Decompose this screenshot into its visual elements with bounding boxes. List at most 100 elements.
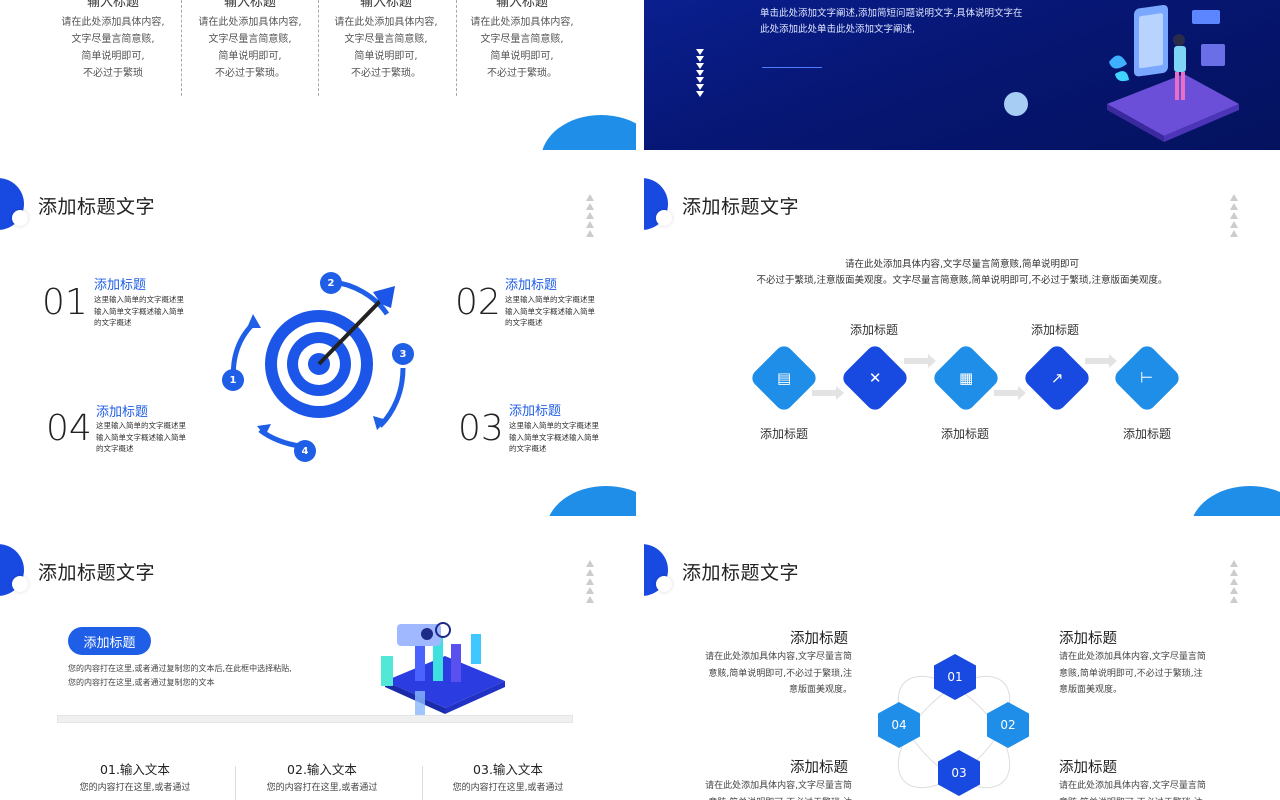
- block-text: 请在此处添加具体内容,文字尽量言简意赅,简单说明即可,不必过于繁琐,注意版面美观…: [1059, 781, 1206, 800]
- content-bar: [57, 715, 573, 723]
- trend-icon: ↗: [1050, 368, 1064, 387]
- text-line: 简单说明即可,: [490, 51, 554, 62]
- col-desc: 您的内容打在这里,或者通过: [79, 783, 191, 793]
- col-title: 01.输入文本: [100, 762, 170, 777]
- down-arrows-icon: [696, 48, 706, 98]
- tools-icon: ✕: [868, 368, 882, 387]
- hex-node-02[interactable]: 02: [987, 702, 1029, 748]
- slide-description: 单击此处添加文字阐述,添加简短问题说明文字,具体说明文字在此处添加此处单击此处添…: [760, 8, 1023, 35]
- divider: [422, 766, 423, 800]
- column-text: 请在此处添加具体内容, 文字尽量言简意赅, 简单说明即可, 不必过于繁琐: [45, 14, 181, 82]
- text-line: 文字尽量言简意赅,: [344, 34, 428, 45]
- text-line: 请在此处添加具体内容,: [198, 17, 302, 28]
- item-desc: 这里输入简单的文字概述里输入简单文字概述输入简单的文字概述: [509, 421, 599, 453]
- triangle-pattern-icon: [586, 192, 598, 239]
- hex-node-01[interactable]: 01: [934, 654, 976, 700]
- item-desc: 这里输入简单的文字概述里输入简单文字概述输入简单的文字概述: [505, 295, 595, 327]
- bubble-decoration: [1004, 92, 1028, 116]
- text-line: 您的内容打在这里,或者通过复制您的文本后,在此框中选择粘贴,: [68, 664, 292, 673]
- arrow-icon: [904, 354, 936, 368]
- section-pill: 添加标题: [68, 627, 151, 655]
- slide-3[interactable]: 添加标题文字 01 添加标题 这里输入简单的文字概述里输入简单文字概述输入简单的…: [0, 150, 636, 516]
- accent-line: [762, 67, 822, 68]
- column-4: 输入标题 请在此处添加具体内容, 文字尽量言简意赅, 简单说明即可, 不必过于繁…: [454, 0, 590, 82]
- slide-title: 添加标题文字: [682, 196, 800, 218]
- triangle-pattern-icon: [586, 558, 598, 605]
- step-label: 添加标题: [849, 323, 898, 337]
- circle-decoration: [12, 576, 28, 592]
- corner-decoration: [541, 115, 636, 150]
- block-title: 添加标题: [790, 631, 848, 647]
- corner-decoration: [1190, 486, 1280, 516]
- slide-2[interactable]: 单击此处添加文字阐述,添加简短问题说明文字,具体说明文字在此处添加此处单击此处添…: [644, 0, 1280, 150]
- text-line: 请在此处添加具体内容,: [334, 17, 438, 28]
- text-line: 简单说明即可,: [354, 51, 418, 62]
- step-label: 添加标题: [1122, 427, 1171, 441]
- hex-node-03[interactable]: 03: [938, 750, 980, 796]
- corner-decoration: [546, 486, 636, 516]
- step-badge: 1: [222, 369, 244, 391]
- slide-1[interactable]: 输入标题 请在此处添加具体内容, 文字尽量言简意赅, 简单说明即可, 不必过于繁…: [0, 0, 636, 150]
- step-badge: 3: [392, 343, 414, 365]
- divider: [318, 0, 319, 96]
- block-title: 添加标题: [1059, 631, 1117, 647]
- block-title: 添加标题: [1059, 760, 1117, 776]
- step-diamond-4[interactable]: ↗: [1021, 342, 1093, 414]
- column-1: 输入标题 请在此处添加具体内容, 文字尽量言简意赅, 简单说明即可, 不必过于繁…: [45, 0, 181, 82]
- signpost-icon: ⊢: [1140, 368, 1154, 387]
- column-title: 输入标题: [223, 0, 276, 10]
- orbit-rings-icon: [897, 675, 1011, 789]
- item-number: 01: [42, 282, 88, 323]
- slide-title: 添加标题文字: [38, 562, 156, 584]
- step-label: 添加标题: [759, 427, 808, 441]
- slide-4[interactable]: 添加标题文字 请在此处添加具体内容,文字尽量言简意赅,简单说明即可 不必过于繁琐…: [644, 150, 1280, 516]
- phone-user-illustration-icon: [1107, 4, 1239, 142]
- block-text: 请在此处添加具体内容,文字尽量言简意赅,简单说明即可,不必过于繁琐,注意版面美观…: [705, 652, 852, 695]
- item-number: 03: [458, 408, 504, 449]
- divider: [235, 766, 236, 800]
- col-desc: 您的内容打在这里,或者通过: [452, 783, 564, 793]
- column-3: 输入标题 请在此处添加具体内容, 文字尽量言简意赅, 简单说明即可, 不必过于繁…: [318, 0, 454, 82]
- slide-6[interactable]: 添加标题文字 添加标题 请在此处添加具体内容,文字尽量言简意赅,简单说明即可,不…: [644, 516, 1280, 800]
- step-diamond-5[interactable]: ⊢: [1111, 342, 1183, 414]
- item-desc: 这里输入简单的文字概述里输入简单文字概述输入简单的文字概述: [94, 295, 184, 327]
- divider: [181, 0, 182, 96]
- arrow-icon: [994, 386, 1026, 400]
- column-2: 输入标题 请在此处添加具体内容, 文字尽量言简意赅, 简单说明即可, 不必过于繁…: [182, 0, 318, 82]
- text-line: 请在此处添加具体内容,: [470, 17, 574, 28]
- intro-line: 不必过于繁琐,注意版面美观度。文字尽量言简意赅,简单说明即可,不必过于繁琐,注意…: [756, 275, 1168, 286]
- text-line: 简单说明即可,: [218, 51, 282, 62]
- hex-node-04[interactable]: 04: [878, 702, 920, 748]
- isometric-chart-illustration-icon: [381, 622, 505, 721]
- slide-5[interactable]: 添加标题文字 添加标题 您的内容打在这里,或者通过复制您的文本后,在此框中选择粘…: [0, 516, 636, 800]
- circle-decoration: [656, 210, 672, 226]
- triangle-pattern-icon: [1230, 192, 1242, 239]
- item-title: 添加标题: [509, 404, 562, 419]
- text-line: 文字尽量言简意赅,: [208, 34, 292, 45]
- intro-line: 请在此处添加具体内容,文字尽量言简意赅,简单说明即可: [844, 259, 1080, 270]
- text-line: 不必过于繁琐。: [215, 68, 285, 79]
- text-line: 文字尽量言简意赅,: [71, 34, 155, 45]
- col-title: 02.输入文本: [287, 762, 357, 777]
- block-text: 请在此处添加具体内容,文字尽量言简意赅,简单说明即可,不必过于繁琐,注意版面美观…: [1059, 652, 1206, 695]
- chart-icon: ▤: [776, 369, 792, 387]
- step-diamond-2[interactable]: ✕: [839, 342, 911, 414]
- slide-title: 添加标题文字: [38, 196, 156, 218]
- text-line: 请在此处添加具体内容,: [61, 17, 165, 28]
- text-line: 简单说明即可,: [81, 51, 145, 62]
- step-badge: 2: [320, 272, 342, 294]
- step-label: 添加标题: [1030, 323, 1079, 337]
- item-title: 添加标题: [505, 278, 558, 293]
- divider: [456, 0, 457, 96]
- text-line: 不必过于繁琐。: [487, 68, 557, 79]
- item-number: 02: [455, 282, 501, 323]
- col-title: 03.输入文本: [473, 762, 543, 777]
- step-diamond-1[interactable]: ▤: [748, 342, 820, 414]
- section-text: 您的内容打在这里,或者通过复制您的文本后,在此框中选择粘贴, 您的内容打在这里,…: [68, 662, 318, 690]
- step-diamond-3[interactable]: ▦: [930, 342, 1002, 414]
- column-text: 请在此处添加具体内容, 文字尽量言简意赅, 简单说明即可, 不必过于繁琐。: [318, 14, 454, 82]
- slide-title: 添加标题文字: [682, 562, 800, 584]
- arrow-icon: [1085, 354, 1117, 368]
- item-desc: 这里输入简单的文字概述里输入简单文字概述输入简单的文字概述: [96, 421, 186, 453]
- column-text: 请在此处添加具体内容, 文字尽量言简意赅, 简单说明即可, 不必过于繁琐。: [454, 14, 590, 82]
